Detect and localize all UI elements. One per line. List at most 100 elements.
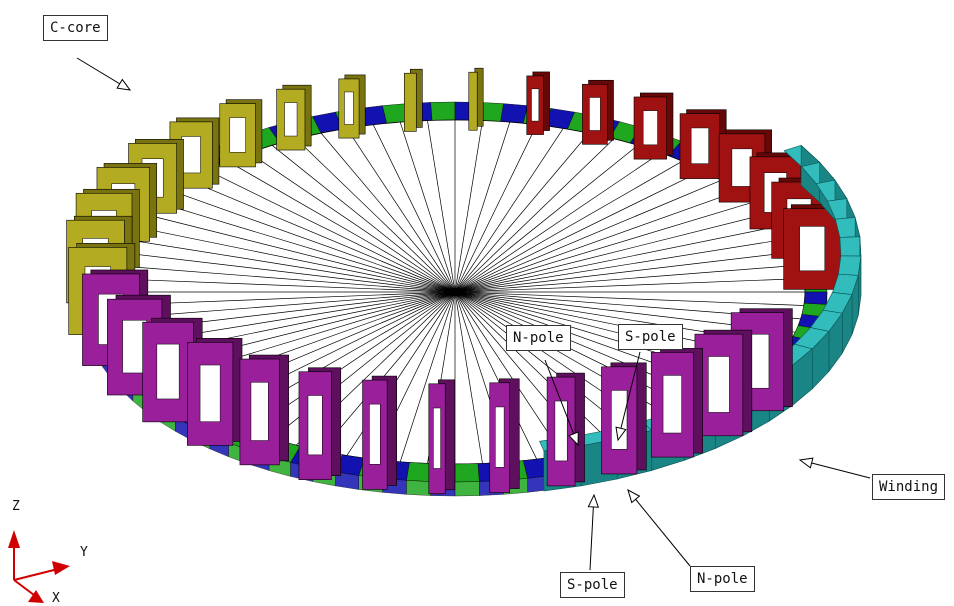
c-core bbox=[276, 84, 312, 151]
axis-x-arrow bbox=[28, 590, 44, 603]
spoke-line bbox=[399, 291, 456, 463]
c-core-window bbox=[799, 226, 826, 272]
c-core-leader-arrowhead bbox=[116, 78, 132, 91]
spoke-line bbox=[454, 121, 511, 293]
c-core bbox=[582, 79, 614, 145]
c-core bbox=[239, 354, 289, 466]
magnet-segment bbox=[430, 101, 456, 121]
spoke-line bbox=[156, 201, 456, 293]
magnet-segment bbox=[454, 463, 480, 483]
n-pole-bottom-leader-arrowhead bbox=[627, 488, 641, 504]
magnet-segment-side bbox=[406, 480, 431, 496]
spoke-line bbox=[454, 264, 801, 293]
spoke-line bbox=[454, 225, 779, 293]
spoke-line bbox=[207, 170, 456, 293]
spoke-line bbox=[454, 278, 804, 293]
c-core bbox=[650, 348, 703, 458]
c-core bbox=[633, 92, 674, 160]
spoke-line bbox=[454, 124, 538, 293]
winding-leader-arrowhead bbox=[798, 457, 814, 469]
spoke-line bbox=[143, 213, 456, 293]
spoke-line bbox=[454, 291, 538, 460]
c-core bbox=[338, 74, 366, 139]
s-pole-top-leader bbox=[617, 351, 641, 441]
spoke-line bbox=[427, 120, 456, 293]
spoke-line bbox=[454, 145, 639, 293]
spoke-line bbox=[454, 190, 739, 293]
c-core-window bbox=[690, 127, 709, 164]
c-core-label: C-core bbox=[43, 15, 108, 41]
spoke-line bbox=[454, 291, 615, 446]
c-core-window bbox=[199, 364, 221, 422]
n-pole-bottom-label: N-pole bbox=[690, 566, 755, 592]
spoke-line bbox=[454, 128, 564, 293]
c-core bbox=[489, 378, 520, 493]
c-cores-front bbox=[68, 243, 793, 495]
axis-y-arrow bbox=[52, 561, 70, 575]
winding-label: Winding bbox=[872, 474, 946, 500]
magnet-segment bbox=[804, 291, 828, 305]
spoke-line bbox=[320, 132, 456, 293]
c-core bbox=[403, 68, 423, 132]
spoke-line bbox=[454, 291, 564, 456]
magnet-segment-side bbox=[454, 481, 480, 497]
winding-top bbox=[838, 255, 862, 276]
c-core-window bbox=[229, 117, 246, 153]
c-core bbox=[219, 99, 263, 168]
spoke-line bbox=[188, 179, 456, 293]
c-core-window bbox=[642, 110, 658, 146]
c-core-window bbox=[662, 375, 682, 434]
c-core bbox=[546, 372, 585, 487]
axis-triad bbox=[8, 530, 70, 603]
spoke-line bbox=[227, 160, 456, 293]
n-pole-top-leader-arrowhead bbox=[568, 431, 579, 447]
axis-y-label: Y bbox=[80, 545, 88, 560]
spoke-line bbox=[454, 170, 703, 293]
s-pole-top-leader-arrowhead bbox=[615, 426, 627, 442]
c-core-window bbox=[156, 343, 180, 400]
spoke-line bbox=[454, 179, 722, 293]
c-core bbox=[298, 367, 342, 480]
c-core-window bbox=[731, 148, 753, 187]
spoke-line bbox=[454, 152, 661, 293]
spoke-line bbox=[320, 291, 456, 452]
spoke-line bbox=[454, 213, 767, 293]
c-core-window bbox=[495, 406, 505, 468]
s-pole-bottom-leader bbox=[589, 494, 595, 571]
spoke-line bbox=[454, 120, 483, 293]
c-core-window bbox=[589, 97, 601, 131]
spoke-line bbox=[131, 225, 456, 293]
c-core-window bbox=[284, 102, 298, 137]
spoke-line bbox=[454, 238, 788, 293]
n-pole-bottom-leader bbox=[627, 489, 691, 567]
hub bbox=[445, 288, 465, 296]
spoke-line bbox=[454, 291, 483, 464]
c-core bbox=[601, 362, 647, 475]
spoke-line bbox=[454, 138, 615, 293]
c-core bbox=[362, 375, 397, 490]
spoke-line bbox=[114, 251, 456, 293]
c-core-window bbox=[369, 403, 381, 465]
c-core-window bbox=[344, 91, 354, 125]
c-core bbox=[428, 379, 456, 495]
c-core-window bbox=[250, 382, 269, 441]
spoke-line bbox=[454, 201, 754, 293]
spoke-line bbox=[454, 291, 804, 306]
c-core bbox=[526, 71, 550, 135]
spoke-line bbox=[454, 160, 683, 293]
spoke-line bbox=[109, 264, 456, 293]
c-core-face bbox=[403, 72, 417, 132]
c-core-face bbox=[468, 71, 478, 131]
spoke-line bbox=[249, 152, 456, 293]
s-pole-top-label: S-pole bbox=[618, 324, 683, 350]
n-pole-top-leader bbox=[544, 359, 579, 446]
spoke-line bbox=[399, 121, 456, 293]
n-pole-top-label: N-pole bbox=[506, 325, 571, 351]
magnet-segment bbox=[500, 103, 528, 124]
c-core-window bbox=[611, 390, 628, 450]
callout-leaders bbox=[76, 57, 871, 571]
c-core-window bbox=[433, 407, 441, 469]
c-core bbox=[679, 109, 727, 179]
c-core-window bbox=[181, 136, 201, 174]
c-core-window bbox=[531, 88, 540, 122]
